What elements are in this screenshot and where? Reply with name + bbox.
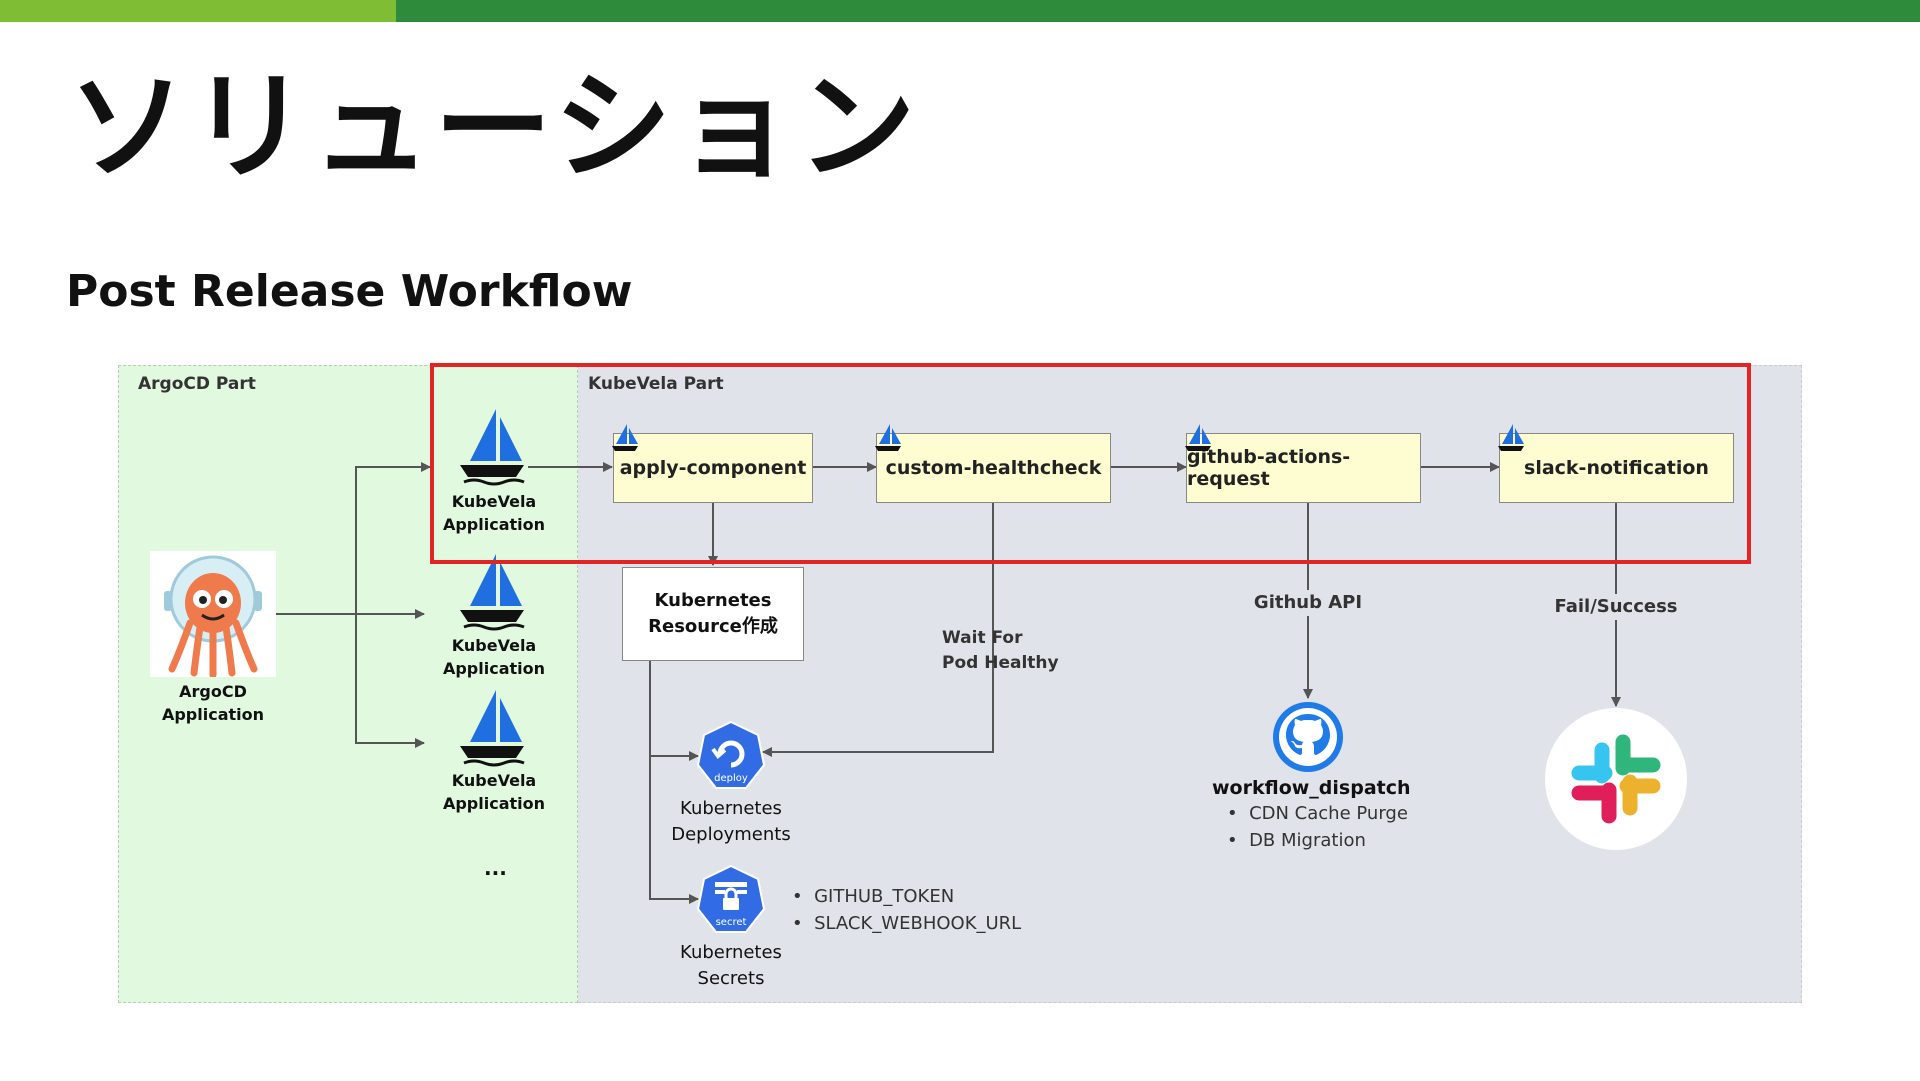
secrets-label-line1: Kubernetes xyxy=(680,942,782,963)
secret-item-slack-webhook-url-text: SLACK_WEBHOOK_URL xyxy=(814,913,1022,934)
edge-resource-to-deployments xyxy=(649,661,699,761)
step-slack-notification: slack-notification xyxy=(1498,424,1734,503)
argocd-application-label-line1: ArgoCD xyxy=(179,682,247,701)
kubernetes-deploy-icon: deploy xyxy=(696,720,766,794)
kubevela-application-2-line2: Application xyxy=(442,659,546,679)
kubevela-part-label: KubeVela Part xyxy=(588,374,724,394)
top-accent-bar-light xyxy=(0,0,396,22)
deployments-label-line2: Deployments xyxy=(671,824,791,846)
kubevela-sailboat-icon xyxy=(875,424,901,451)
step-custom-healthcheck: custom-healthcheck xyxy=(875,424,1111,503)
wait-label-line2: Pod Healthy xyxy=(942,652,1059,673)
step-github-actions-request-label: github-actions-request xyxy=(1187,446,1351,490)
step-github-actions-request: github-actions-request xyxy=(1185,424,1421,503)
kubevela-application-1-line1: KubeVela xyxy=(451,492,537,511)
github-octocat-icon xyxy=(1271,700,1345,778)
github-item-cdn-cache-purge-text: CDN Cache Purge xyxy=(1249,803,1408,824)
kubevela-sailboat-icon xyxy=(456,688,528,772)
kubevela-application-3-line2: Application xyxy=(442,794,546,814)
kubevela-application-label-1: KubeVela Application xyxy=(440,490,548,536)
step-custom-healthcheck-label: custom-healthcheck xyxy=(885,457,1102,479)
secret-item-github-token-text: GITHUB_TOKEN xyxy=(814,886,955,907)
secret-item-slack-webhook-url: • SLACK_WEBHOOK_URL xyxy=(792,913,1022,934)
kubernetes-secret-icon: secret xyxy=(696,864,766,938)
kubevela-sailboat-icon xyxy=(1185,424,1211,451)
kubevela-application-2-line1: KubeVela xyxy=(451,636,537,655)
deployments-label-line1: Kubernetes xyxy=(680,798,782,819)
secret-item-github-token: • GITHUB_TOKEN xyxy=(792,886,955,907)
kubernetes-resource-box: Kubernetes Resource作成 xyxy=(622,567,804,661)
github-item-cdn-cache-purge: • CDN Cache Purge xyxy=(1227,803,1408,824)
github-item-db-migration: • DB Migration xyxy=(1227,830,1366,851)
kubernetes-deployments-label: Kubernetes Deployments xyxy=(660,796,802,848)
kubernetes-secrets-label: Kubernetes Secrets xyxy=(660,940,802,992)
slide-subtitle: Post Release Workflow xyxy=(66,266,633,317)
slide-title: ソリューション xyxy=(68,58,920,196)
edge-healthcheck-to-deployments xyxy=(762,503,994,757)
kubevela-sailboat-icon xyxy=(612,424,638,451)
edge-fanout-top xyxy=(355,462,431,743)
argocd-application-label-line2: Application xyxy=(161,705,265,725)
step-apply-component-label: apply-component xyxy=(619,457,807,479)
wait-for-pod-healthy-label: Wait For Pod Healthy xyxy=(942,626,1059,675)
kubevela-sailboat-icon xyxy=(456,552,528,636)
kubevela-sailboat-icon xyxy=(456,407,528,491)
kubevela-application-1-line2: Application xyxy=(442,515,546,535)
argocd-application-label: ArgoCD Application xyxy=(146,680,280,726)
deploy-badge-text: deploy xyxy=(714,773,748,784)
argocd-octopus-icon xyxy=(164,555,262,679)
top-accent-bar-dark xyxy=(396,0,1920,22)
argocd-part-label: ArgoCD Part xyxy=(138,374,256,394)
step-apply-component: apply-component xyxy=(612,424,813,503)
edge-fanout-bottom xyxy=(355,614,425,748)
secret-badge-text: secret xyxy=(716,917,747,928)
argocd-application-card xyxy=(150,551,276,679)
kubevela-workflow-highlight xyxy=(430,363,1751,564)
edge-resource-to-secrets xyxy=(649,756,699,904)
workflow-dispatch-label: workflow_dispatch xyxy=(1212,777,1411,799)
more-applications-ellipsis: ... xyxy=(484,856,507,880)
kubernetes-resource-line1: Kubernetes xyxy=(654,589,772,611)
github-api-label: Github API xyxy=(1240,590,1376,617)
kubernetes-resource-line2: Resource作成 xyxy=(648,616,778,637)
wait-label-line1: Wait For xyxy=(942,628,1023,648)
kubevela-application-label-3: KubeVela Application xyxy=(440,769,548,815)
kubevela-application-label-2: KubeVela Application xyxy=(440,634,548,680)
step-slack-notification-label: slack-notification xyxy=(1524,457,1709,479)
slack-logo-icon xyxy=(1545,708,1687,850)
kubevela-sailboat-icon xyxy=(1498,424,1524,451)
kubevela-application-3-line1: KubeVela xyxy=(451,771,537,790)
secrets-label-line2: Secrets xyxy=(697,968,765,990)
github-item-db-migration-text: DB Migration xyxy=(1249,830,1366,851)
fail-success-label: Fail/Success xyxy=(1552,594,1680,621)
